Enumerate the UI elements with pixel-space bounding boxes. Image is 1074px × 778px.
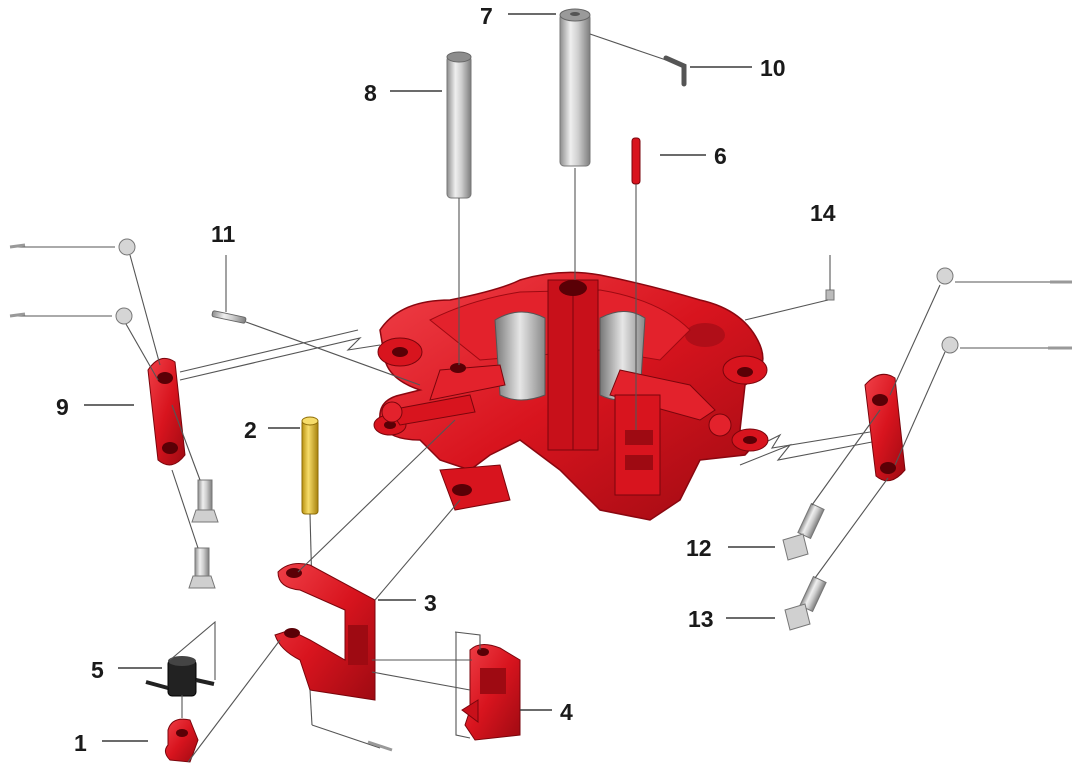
black-spring bbox=[145, 620, 216, 697]
pin-large bbox=[559, 8, 591, 280]
callout-12-label: 12 bbox=[686, 535, 712, 561]
callout-3-label: 3 bbox=[424, 590, 437, 616]
left-link bbox=[9, 238, 219, 589]
bolt-12 bbox=[782, 409, 881, 561]
callout-10: 10 bbox=[690, 55, 786, 81]
callout-2-label: 2 bbox=[244, 417, 257, 443]
red-bracket bbox=[274, 419, 461, 752]
small-red-part bbox=[164, 639, 281, 763]
callout-7-label: 7 bbox=[480, 3, 493, 29]
callout-5-label: 5 bbox=[91, 657, 104, 683]
callout-13: 13 bbox=[688, 606, 775, 632]
callout-14-label: 14 bbox=[810, 200, 836, 226]
callout-9-label: 9 bbox=[56, 394, 69, 420]
red-latch bbox=[371, 631, 521, 741]
callout-4: 4 bbox=[520, 699, 573, 725]
callout-11: 11 bbox=[211, 221, 236, 247]
callout-8-label: 8 bbox=[364, 80, 377, 106]
callout-3: 3 bbox=[378, 590, 437, 616]
callout-4-label: 4 bbox=[560, 699, 573, 725]
dowel-pin bbox=[211, 255, 421, 386]
bolt-13 bbox=[784, 477, 889, 631]
callout-6: 6 bbox=[660, 143, 727, 169]
right-link bbox=[864, 267, 1072, 482]
grease-fitting bbox=[744, 255, 835, 321]
callout-9: 9 bbox=[56, 394, 134, 420]
callout-8: 8 bbox=[364, 80, 442, 106]
callout-5: 5 bbox=[91, 657, 162, 683]
callout-7: 7 bbox=[480, 3, 556, 29]
callout-6-label: 6 bbox=[714, 143, 727, 169]
callout-12: 12 bbox=[686, 535, 775, 561]
main-body bbox=[179, 271, 873, 521]
callout-1: 1 bbox=[74, 730, 148, 756]
callout-13-label: 13 bbox=[688, 606, 714, 632]
callout-14: 14 bbox=[810, 200, 836, 226]
callout-11-label: 11 bbox=[211, 221, 236, 247]
callout-10-label: 10 bbox=[760, 55, 786, 81]
brass-pin bbox=[301, 416, 319, 591]
red-roll-pin bbox=[631, 137, 641, 430]
l-pin bbox=[589, 33, 687, 87]
pin-long bbox=[446, 51, 472, 365]
callout-2: 2 bbox=[244, 417, 300, 443]
callout-1-label: 1 bbox=[74, 730, 87, 756]
